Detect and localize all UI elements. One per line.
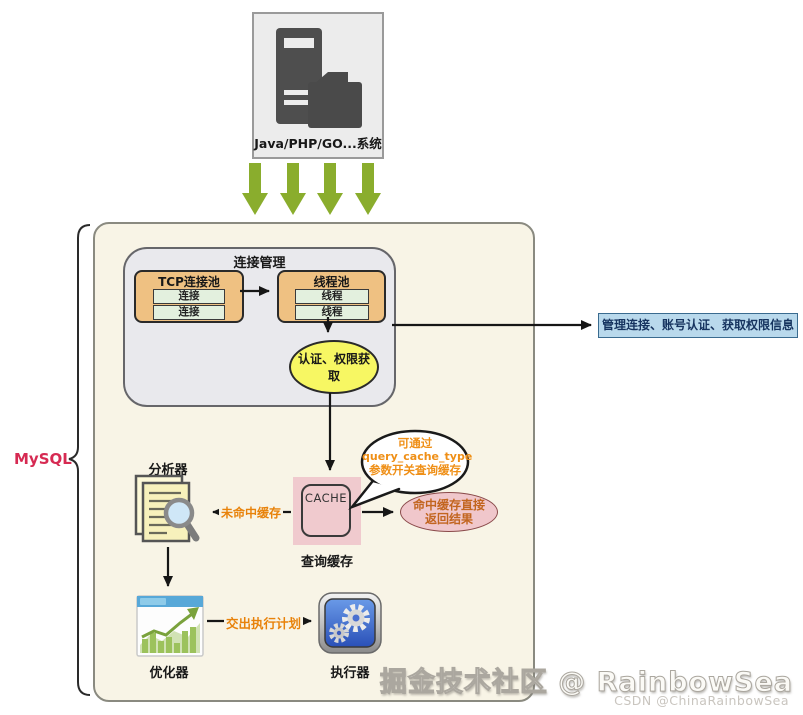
mysql-brace	[68, 224, 91, 696]
down-arrow-icon	[280, 163, 306, 215]
connection-management-title: 连接管理	[233, 256, 286, 271]
thread-item: 线程	[295, 289, 369, 304]
speech-bubble	[360, 429, 470, 495]
down-arrow-icon	[242, 163, 268, 215]
connection-note-box: 管理连接、账号认证、获取权限信息	[598, 313, 798, 338]
document-magnifier-icon	[134, 474, 200, 543]
connection-item: 连接	[153, 289, 225, 304]
tcp-pool-title: TCP连接池	[158, 275, 220, 289]
speech-bubble-tail	[348, 480, 401, 510]
cache-switch-note-line2: query_cache_type	[362, 450, 473, 463]
app-system-box: Java/PHP/GO...系统	[252, 12, 384, 159]
cache-word: CACHE	[304, 491, 348, 505]
optimizer-caption: 优化器	[149, 666, 189, 681]
thread-item: 线程	[295, 305, 369, 320]
cache-switch-note: 可通过 query_cache_type 参数开关查询缓存	[362, 436, 473, 478]
cache-hit-ellipse: 命中缓存直接 返回结果	[400, 492, 498, 532]
connection-item: 连接	[153, 305, 225, 320]
plan-edge-label: 交出执行计划	[224, 613, 304, 632]
watermark-secondary: CSDN @ChinaRainbowSea	[614, 693, 789, 708]
query-cache-box: CACHE	[293, 477, 361, 545]
down-arrow-icon	[355, 163, 381, 215]
cache-hit-line2: 返回结果	[424, 512, 473, 526]
thread-pool-title: 线程池	[313, 275, 350, 289]
executor-caption: 执行器	[330, 666, 370, 681]
cache-inner-frame: CACHE	[301, 484, 351, 537]
cache-miss-edge-label: 未命中缓存	[219, 504, 284, 521]
watermark-primary: 掘金技术社区 @ RainbowSea	[379, 667, 793, 699]
cache-hit-line1: 命中缓存直接	[412, 498, 485, 512]
query-cache-caption: 查询缓存	[300, 555, 353, 570]
app-system-label: Java/PHP/GO...系统	[254, 136, 382, 151]
server-folder-icon	[276, 28, 362, 128]
tcp-pool-box: TCP连接池 连接 连接	[134, 270, 244, 323]
analyzer-caption: 分析器	[148, 463, 188, 478]
cache-switch-note-line1: 可通过	[397, 436, 433, 450]
down-arrow-icon	[317, 163, 343, 215]
cache-switch-note-line3: 参数开关查询缓存	[369, 463, 461, 477]
gear-icon	[318, 592, 382, 654]
auth-permission-ellipse: 认证、权限获取	[289, 340, 379, 394]
chart-icon	[136, 595, 204, 657]
mysql-label: MySQL	[14, 450, 72, 468]
connection-management-box: 连接管理 TCP连接池 连接 连接 线程池 线程 线程 认证、权限获取	[123, 247, 396, 407]
thread-pool-box: 线程池 线程 线程	[277, 270, 386, 323]
